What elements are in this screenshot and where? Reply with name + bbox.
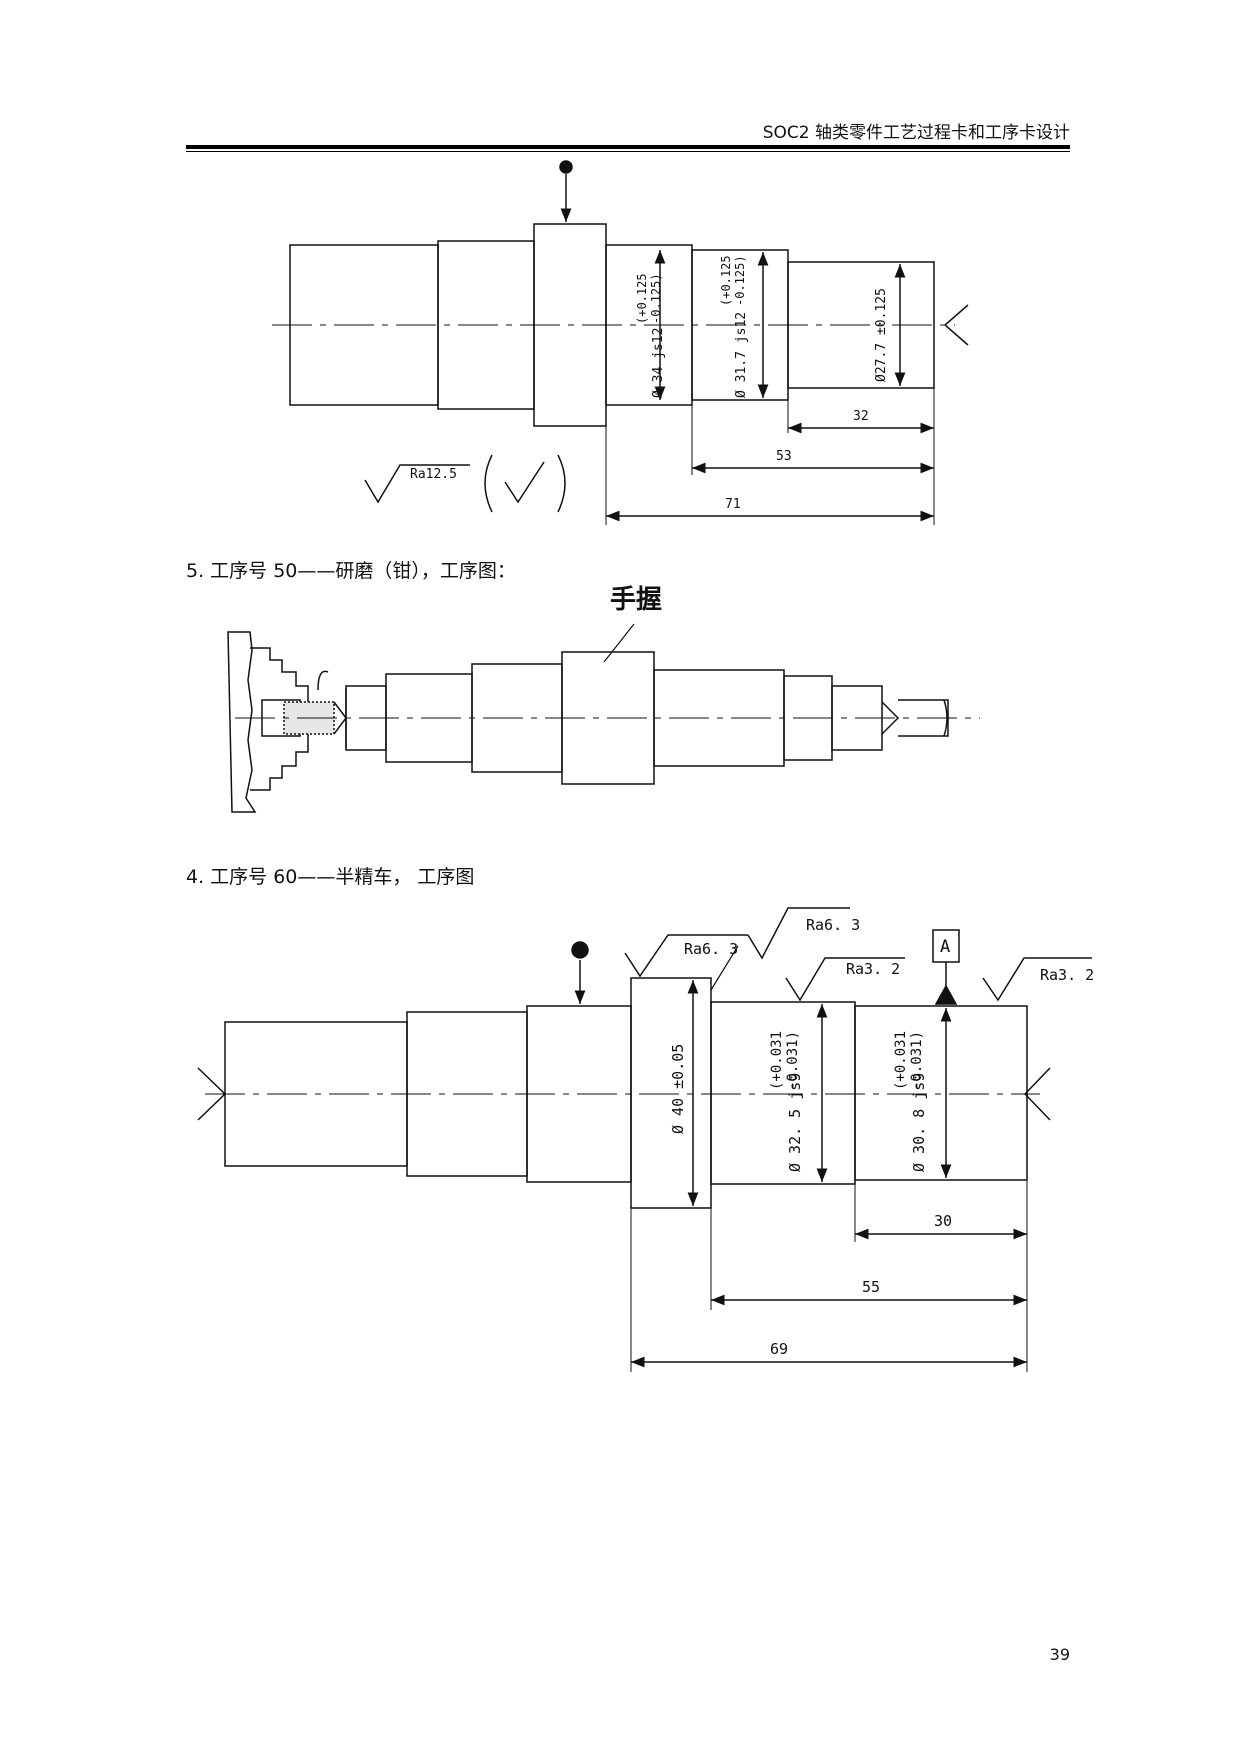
chuck-body <box>227 631 257 813</box>
dim-text-32: 32 <box>853 409 869 424</box>
roughness-text-1: Ra12.5 <box>410 467 457 482</box>
dim-text-dia308-tol-top: (+0.031 <box>893 1031 909 1090</box>
drawing-2 <box>227 623 980 813</box>
paren-right <box>557 454 566 513</box>
header-rule-thick <box>186 145 1070 149</box>
paren-left <box>484 454 493 513</box>
roughness-symbol-3c <box>785 957 905 1002</box>
header-title: SOC2 轴类零件工艺过程卡和工序卡设计 <box>762 123 1070 143</box>
roughness-leader-3b <box>710 945 739 991</box>
roughness-text-3b: Ra6. 3 <box>806 916 860 934</box>
locating-dot-1 <box>559 160 573 174</box>
locating-dot-3 <box>571 941 589 959</box>
tail-center-body <box>898 699 949 737</box>
dim-text-53: 53 <box>776 449 792 464</box>
roughness-symbol-3d <box>982 957 1092 1002</box>
tail-center-break <box>943 699 948 737</box>
dim-text-30: 30 <box>934 1212 952 1230</box>
dim-text-dia325: Ø 32. 5 js9 <box>786 1073 804 1172</box>
dim-text-55: 55 <box>862 1278 880 1296</box>
dim-text-dia34-tol-top: (+0.125 <box>635 273 649 324</box>
header-rule-thin <box>186 151 1070 152</box>
shaft-step-3e <box>710 1001 856 1185</box>
dim-text-71: 71 <box>725 497 741 512</box>
dim-text-dia325-tol-bot: -0.031) <box>785 1031 801 1090</box>
roughness-symbol-3a <box>624 934 748 978</box>
drawing-1-text: Ø 34 js12 (+0.125 -0.125) Ø 31.7 js12 (+… <box>410 255 889 512</box>
roughness-text-3d: Ra3. 2 <box>1040 966 1094 984</box>
dim-text-dia308-tol-bot: -0.031) <box>909 1031 925 1090</box>
roughness-text-3a: Ra6. 3 <box>684 940 738 958</box>
shaft-step-3f <box>854 1005 1028 1181</box>
dim-text-dia317-tol-top: (+0.125 <box>719 255 733 306</box>
drawing-3-text: Ra6. 3 Ra6. 3 Ra3. 2 Ra3. 2 A Ø 40 ±0.05… <box>669 916 1094 1358</box>
dim-text-dia34: Ø 34 js12 <box>651 328 666 398</box>
roughness-symbol-3b <box>747 907 850 960</box>
dim-text-dia308: Ø 30. 8 js9 <box>910 1073 928 1172</box>
page-number: 39 <box>1049 1645 1070 1664</box>
datum-label: A <box>940 937 950 957</box>
rotation-mark <box>317 670 329 691</box>
section-4-caption: 4. 工序号 60——半精车， 工序图 <box>186 866 475 888</box>
dim-text-dia317-tol-bot: -0.125) <box>733 255 747 306</box>
tail-center-tip <box>881 701 900 735</box>
center-mark-3-right <box>1023 1067 1051 1121</box>
section-5-caption: 5. 工序号 50——研磨（钳），工序图： <box>186 560 516 582</box>
dim-text-dia40: Ø 40 ±0.05 <box>669 1044 687 1134</box>
roughness-symbol-1 <box>364 464 470 504</box>
center-mark-1 <box>943 304 969 346</box>
dim-text-dia325-tol-top: (+0.031 <box>769 1031 785 1090</box>
dim-text-dia277: Ø27.7 ±0.125 <box>874 288 889 382</box>
dim-text-dia317: Ø 31.7 js12 <box>734 312 749 398</box>
datum-triangle <box>934 984 958 1005</box>
drawing-1 <box>272 160 969 525</box>
shaft-step-1f <box>787 261 935 389</box>
dim-text-dia34-tol-bot: -0.125) <box>649 273 663 324</box>
check-symbol <box>504 461 545 504</box>
shaft-step-2g <box>831 685 883 751</box>
dim-text-69: 69 <box>770 1340 788 1358</box>
hand-grip-label: 手握 <box>610 585 662 615</box>
drawing-3 <box>197 907 1092 1372</box>
roughness-text-3c: Ra3. 2 <box>846 960 900 978</box>
hand-grip-leader <box>603 623 635 663</box>
